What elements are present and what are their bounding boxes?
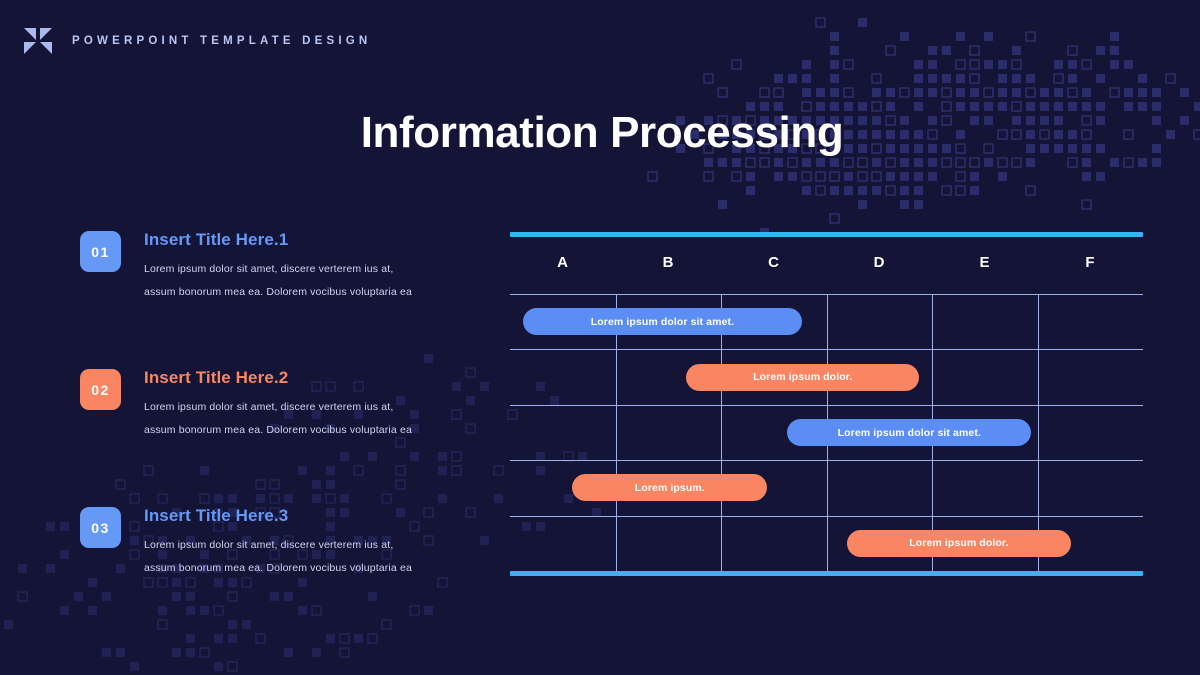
info-item-body: Lorem ipsum dolor sit amet, discere vert… [144,534,454,579]
chart-gridline-vertical [615,294,617,572]
four-triangle-logo-icon [24,28,52,54]
gantt-bar[interactable]: Lorem ipsum. [572,474,768,502]
chart-gridline-horizontal [510,460,1143,462]
gantt-bar[interactable]: Lorem ipsum dolor sit amet. [522,308,803,336]
brand-header: POWERPOINT TEMPLATE DESIGN [24,28,371,54]
info-item-body-line1: Lorem ipsum dolor sit amet, discere vert… [144,263,394,275]
chart-column-header-b: B [662,254,674,271]
chart-gridline-horizontal [510,294,1143,295]
chart-gridline-horizontal [510,404,1143,406]
gantt-bar[interactable]: Lorem ipsum dolor. [686,363,920,391]
info-item-title: Insert Title Here.1 [144,230,289,249]
info-item-title: Insert Title Here.3 [144,506,289,525]
brand-text: POWERPOINT TEMPLATE DESIGN [72,35,372,47]
info-item-body-line1: Lorem ipsum dolor sit amet, discere vert… [144,539,394,551]
info-item-body: Lorem ipsum dolor sit amet, discere vert… [144,396,454,441]
info-item-body-line2: assum bonorum mea ea. Dolorem vocibus vo… [144,561,412,574]
info-item-title: Insert Title Here.2 [144,368,289,387]
page-title: Information Processing [360,108,844,157]
chart-column-header-a: A [557,254,569,271]
info-item-body-line2: assum bonorum mea ea. Dolorem vocibus vo… [144,423,412,436]
chart-column-header-e: E [979,254,990,271]
chart-gridline-vertical [1037,294,1039,572]
info-item-badge: 01 [80,231,121,272]
info-item-body-line2: assum bonorum mea ea. Dolorem vocibus vo… [144,285,412,298]
chart-gridline-horizontal [510,349,1143,351]
chart-bottom-rule [510,571,1143,576]
info-item-badge: 03 [80,507,121,548]
gantt-bar[interactable]: Lorem ipsum dolor sit amet. [787,419,1032,446]
chart-gridline-horizontal [510,515,1143,517]
info-item-body: Lorem ipsum dolor sit amet, discere vert… [144,258,454,303]
chart-column-header-d: D [873,254,885,271]
info-item-badge: 02 [80,369,121,410]
chart-column-header-f: F [1085,254,1096,271]
info-item-body-line1: Lorem ipsum dolor sit amet, discere vert… [144,401,394,413]
chart-top-rule [510,232,1143,237]
chart-grid-area: Lorem ipsum dolor sit amet. Lorem ipsum d… [510,294,1143,572]
chart-gridline-vertical [721,294,722,572]
gantt-bar[interactable]: Lorem ipsum dolor. [846,529,1072,557]
chart-column-header-c: C [768,254,780,271]
chart-column-headers: A B C D E F [510,254,1143,286]
